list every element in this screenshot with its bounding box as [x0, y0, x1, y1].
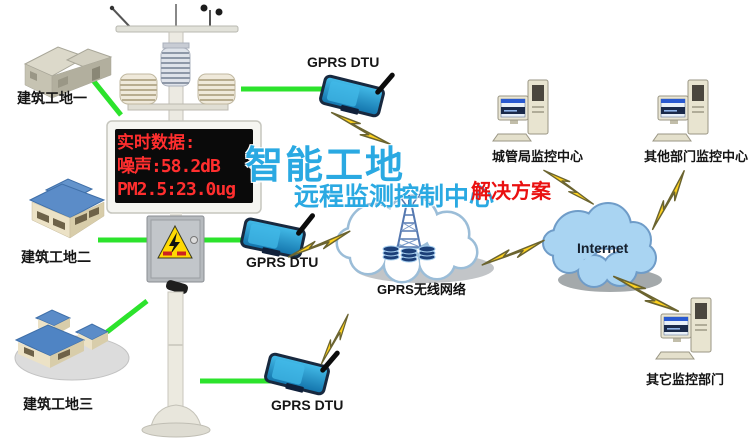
- internet-cloud-icon: [542, 202, 662, 292]
- site1-label: 建筑工地一: [17, 92, 87, 107]
- solution-badge: 解决方案: [471, 181, 551, 203]
- electric-hazard-triangle-icon: [157, 224, 193, 259]
- computer-center2-icon: [652, 79, 709, 142]
- link-site3-pole: [105, 299, 149, 334]
- lightning-bolt-cloud-internet: [479, 239, 547, 266]
- led-display-readout: 实时数据: 噪声:58.2dB PM2.5:23.0ug: [117, 132, 255, 201]
- control-box: [146, 215, 205, 294]
- dtu1-label: GPRS DTU: [307, 54, 380, 70]
- wind-sensors-icon: [109, 4, 223, 28]
- building-3-illustration: [14, 309, 130, 381]
- gprs-cloud-label: GPRS无线网络: [377, 282, 466, 297]
- building-1-illustration: [23, 46, 113, 99]
- building-2-illustration: [28, 178, 106, 239]
- camera-icon: [165, 280, 189, 294]
- computer-center1-icon: [492, 79, 549, 142]
- main-title: 智能工地: [245, 145, 406, 187]
- center3-label: 其它监控部门: [646, 372, 725, 387]
- gprs-cloud-icon: [335, 193, 494, 284]
- link-site1-station: [90, 77, 123, 117]
- center1-label: 城管局监控中心: [492, 149, 584, 164]
- site3-label: 建筑工地三: [23, 398, 93, 413]
- led-line-noise: 噪声:58.2dB: [117, 156, 221, 177]
- center2-label: 其他部门监控中心: [644, 149, 749, 164]
- green-links: [90, 77, 325, 384]
- led-line-realtime: 实时数据:: [117, 133, 196, 153]
- internet-cloud-label: Internet: [577, 240, 629, 256]
- lightning-bolt-internet-center1: [543, 159, 594, 216]
- gprs-dtu-device-3: [264, 338, 337, 399]
- dtu2-label: GPRS DTU: [246, 254, 319, 270]
- led-line-pm25: PM2.5:23.0ug: [117, 179, 236, 200]
- dtu3-label: GPRS DTU: [271, 397, 344, 413]
- monitoring-station-illustration: [106, 4, 262, 438]
- subtitle: 远程监测控制中心: [294, 183, 495, 211]
- site2-label: 建筑工地二: [21, 251, 91, 266]
- lightning-bolt-internet-center2: [638, 170, 698, 231]
- led-display-panel: [106, 120, 262, 214]
- lattice-tower-icon: [382, 193, 436, 263]
